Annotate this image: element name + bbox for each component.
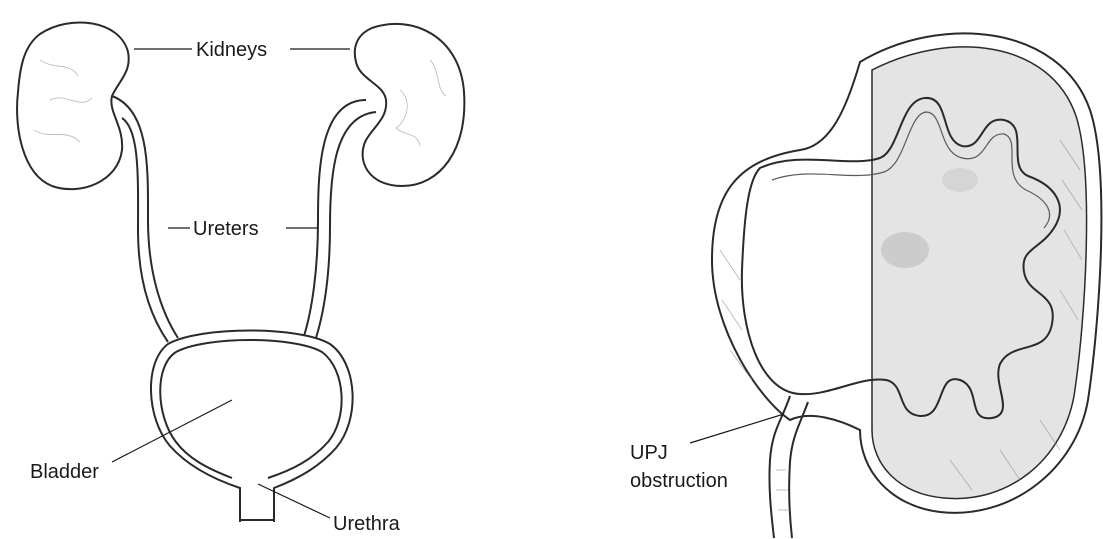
- bladder: [151, 331, 353, 521]
- pelvis-shadow: [881, 232, 929, 268]
- kidney-parenchyma: [872, 47, 1087, 499]
- bladder-label: Bladder: [30, 461, 99, 483]
- urethra-leader: [258, 484, 330, 518]
- urethra-label: Urethra: [333, 513, 401, 535]
- label-urethra: Urethra: [258, 484, 401, 535]
- urethra: [240, 488, 274, 522]
- pelvis-shadow-2: [942, 168, 978, 192]
- upj-label-line1: UPJ: [630, 442, 668, 464]
- ureters-label: Ureters: [193, 218, 259, 240]
- upj-leader: [690, 414, 784, 443]
- label-upj-obstruction: UPJ obstruction: [630, 414, 784, 492]
- bladder-leader: [112, 400, 232, 462]
- label-kidneys: Kidneys: [134, 39, 350, 61]
- urinary-tract-diagram: Kidneys Ureters Bladder Urethra: [17, 22, 464, 535]
- upj-obstruction-kidney-diagram: UPJ obstruction: [630, 33, 1101, 538]
- left-ureter: [112, 96, 178, 342]
- upj-label-line2: obstruction: [630, 470, 728, 492]
- kidneys-label: Kidneys: [196, 39, 267, 61]
- right-kidney: [355, 24, 465, 186]
- left-kidney: [17, 22, 129, 189]
- label-ureters: Ureters: [168, 218, 318, 240]
- right-ureter: [304, 100, 376, 338]
